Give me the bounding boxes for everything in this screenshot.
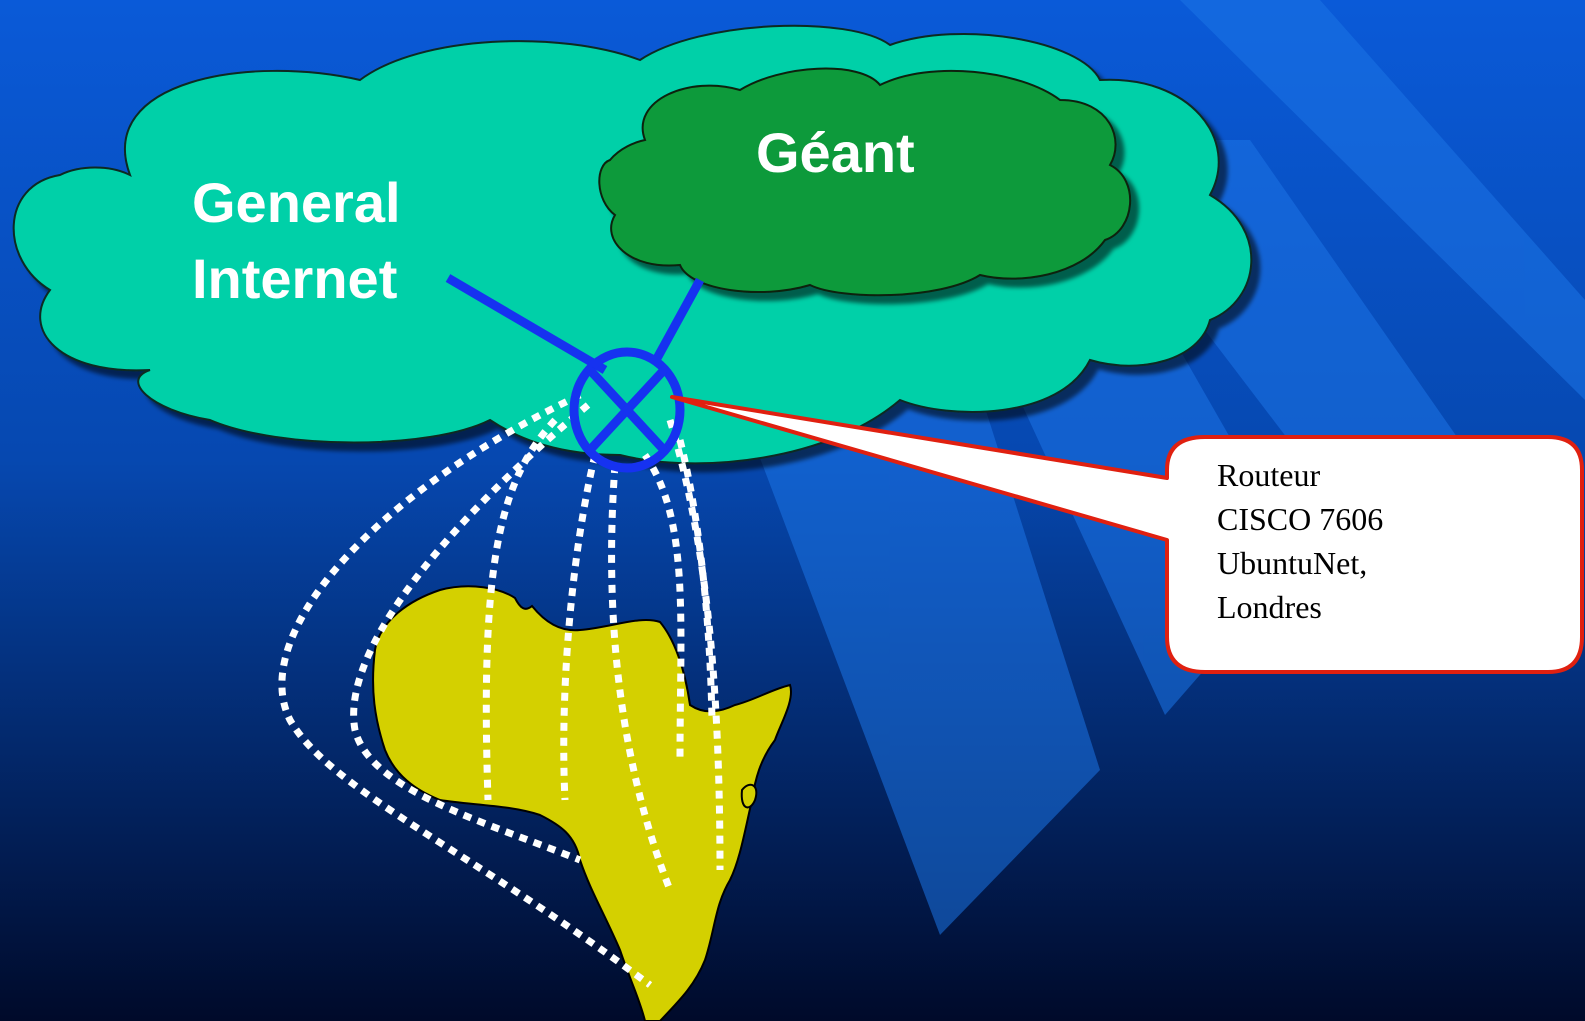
link-5 <box>608 464 674 892</box>
callout-line-2: CISCO 7606 <box>1217 501 1383 537</box>
link-3 <box>482 417 558 801</box>
link-general-internet <box>445 274 608 374</box>
geant-cloud <box>598 67 1132 297</box>
router-callout <box>670 395 1584 674</box>
router-links <box>445 274 704 374</box>
link-7 <box>666 418 724 871</box>
link-geant <box>651 277 704 365</box>
link-1 <box>278 391 653 988</box>
callout-line-4: Londres <box>1217 589 1322 625</box>
link-6 <box>642 453 685 761</box>
router-crossed-circle-icon <box>569 347 685 473</box>
link-8 <box>676 439 716 721</box>
africa-map-icon <box>372 585 792 1021</box>
stripe-4 <box>1180 0 1585 400</box>
callout-line-3: UbuntuNet, <box>1217 545 1367 581</box>
geant-label: Géant <box>756 121 915 184</box>
general-internet-label-line2: Internet <box>192 247 397 310</box>
dotted-links <box>278 391 724 988</box>
callout-line-1: Routeur <box>1217 457 1320 493</box>
link-4 <box>560 454 599 801</box>
general-internet-label-line1: General <box>192 171 401 234</box>
